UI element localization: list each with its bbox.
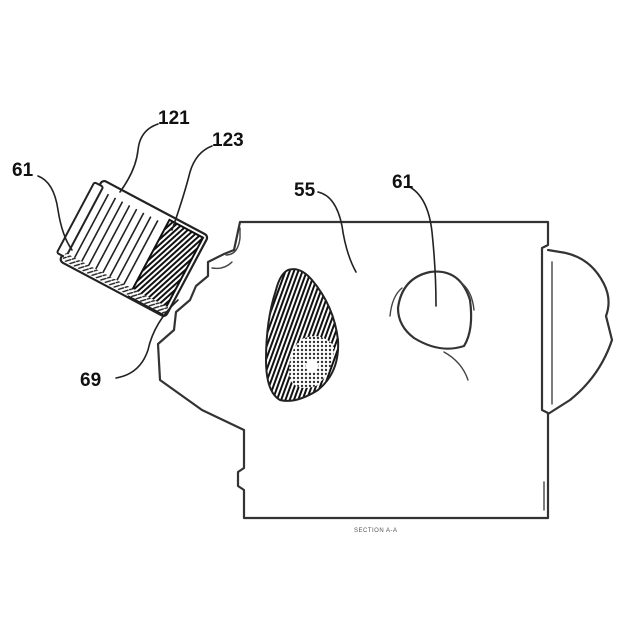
- filter-cap: [54, 177, 208, 317]
- hatched-particle: [266, 269, 338, 401]
- label-cap-121: 121: [158, 108, 190, 129]
- label-window-61: 61: [392, 172, 414, 193]
- container-body: [158, 222, 612, 518]
- label-neck-69: 69: [80, 370, 101, 391]
- window-element: [390, 272, 474, 380]
- label-cap-61: 61: [12, 160, 34, 181]
- label-body-55: 55: [294, 180, 316, 201]
- label-filter-123: 123: [212, 130, 244, 151]
- figure-caption: SECTION A-A: [354, 528, 398, 534]
